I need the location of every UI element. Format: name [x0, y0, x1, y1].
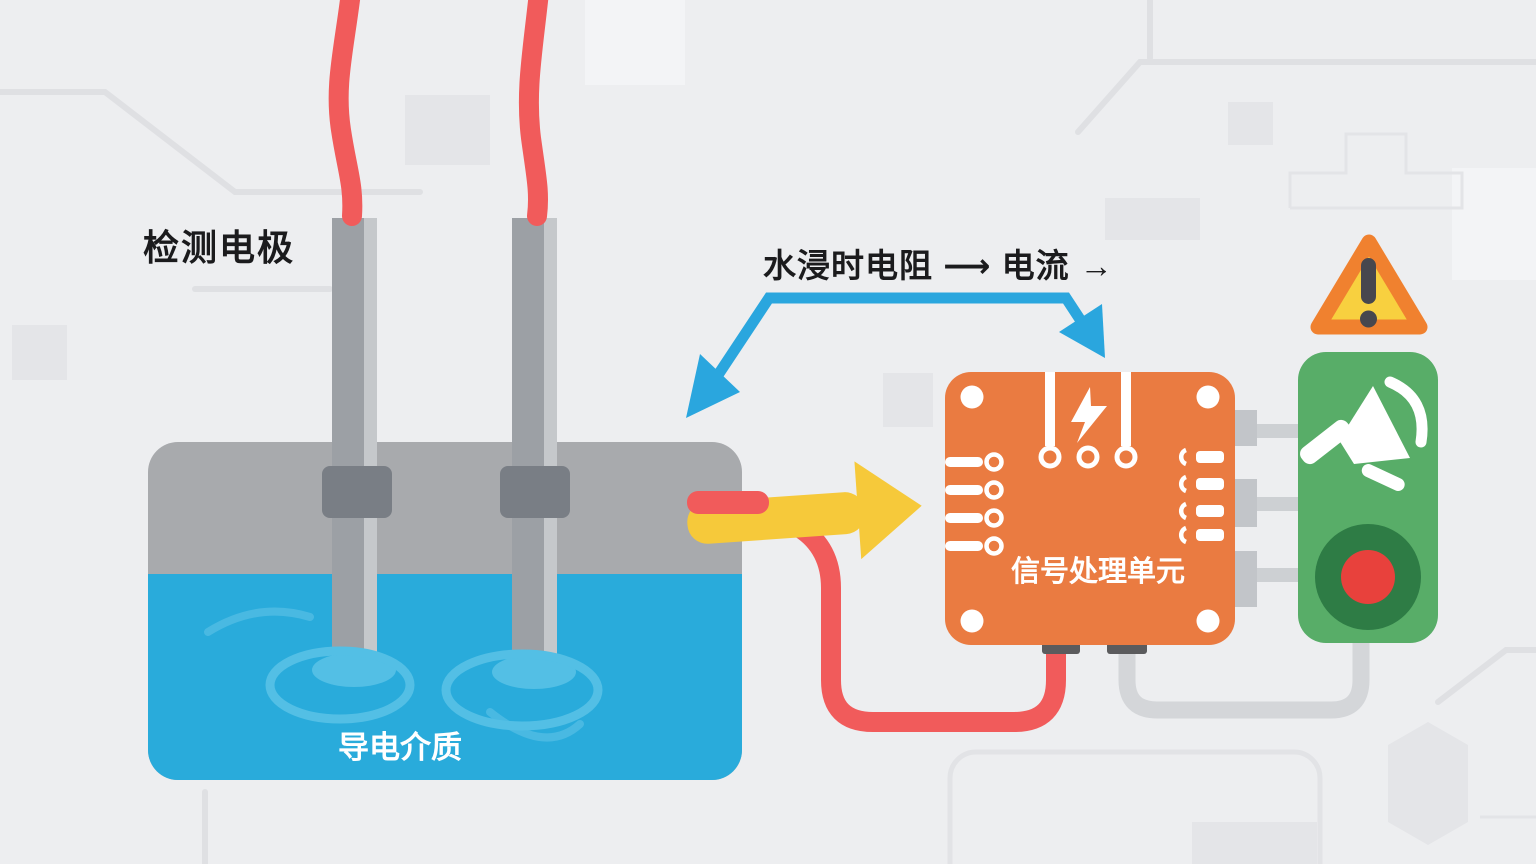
blue-arrow-head-left [686, 354, 740, 418]
wire-red-stub [687, 491, 769, 514]
connector-line [1255, 497, 1301, 511]
connector-block [1233, 479, 1257, 527]
blue-arrow-head-right [1059, 304, 1105, 358]
bg-panel [585, 0, 685, 85]
tank-label: 导电介质 [338, 730, 462, 765]
board-trace [1045, 372, 1055, 446]
warning-triangle-icon [1310, 234, 1428, 335]
bg-square [883, 373, 933, 427]
pad-bar [1196, 529, 1224, 541]
water [148, 574, 742, 780]
bg-square [1105, 198, 1200, 240]
alarm-button-light [1341, 550, 1395, 604]
board-pin [945, 513, 983, 523]
electrode-rod-highlight [544, 218, 557, 665]
board-pin-ring [984, 536, 1004, 556]
bg-square [405, 95, 490, 165]
megaphone-handle [1361, 464, 1405, 492]
resistance-current-arrow [686, 292, 1105, 418]
board-pin-hole [1076, 445, 1100, 469]
processor-label: 信号处理单元 [1011, 555, 1185, 588]
electrode-rod [512, 218, 544, 665]
bg-square [12, 325, 67, 380]
bg-hexagon [1388, 722, 1468, 845]
board-pin-hole [1114, 445, 1138, 469]
liquid-tank [148, 442, 742, 780]
alarm-device [1298, 352, 1438, 643]
board-pin-ring [984, 508, 1004, 528]
bg-panel [1452, 168, 1536, 280]
pad-bar [1196, 478, 1224, 490]
board-pin-ring [984, 480, 1004, 500]
ripple-ring [441, 649, 603, 731]
megaphone-horn [1339, 386, 1410, 464]
signal-wire-red [790, 518, 1066, 732]
electrode-rod-highlight [364, 218, 377, 665]
electrode-lead-wire [328, 0, 363, 226]
signal-processor-board: 信号处理单元 [945, 372, 1235, 654]
bg-trace-steps [1288, 132, 1464, 210]
pad-arc [1178, 525, 1188, 545]
megaphone-icon [1300, 376, 1428, 492]
exclamation-dot [1360, 310, 1377, 328]
bg-outline-rect [947, 749, 1323, 864]
electrode-lead-wire [518, 0, 549, 226]
mounting-hole [1196, 385, 1220, 409]
mounting-hole [960, 385, 984, 409]
current-arrow-head [854, 461, 922, 560]
electrode-clamp [322, 466, 392, 518]
sound-wave-arc [1384, 376, 1428, 448]
ripple-splash [312, 653, 396, 687]
connector-block [1233, 551, 1257, 607]
connector-line [1255, 568, 1301, 582]
pad-arc [1178, 501, 1188, 521]
connector-line [1255, 424, 1301, 438]
board-pin [945, 457, 983, 467]
bg-square [1192, 822, 1317, 864]
bg-trace-line [1075, 59, 1536, 135]
board-left-pins [945, 452, 1004, 556]
electrode-label: 检测电极 [143, 227, 295, 268]
pad-arc [1178, 474, 1188, 494]
mounting-hole [960, 609, 984, 633]
board-trace [1121, 372, 1131, 446]
exclamation-bar [1361, 258, 1376, 304]
bg-trace-line [1435, 647, 1536, 705]
mounting-hole [1196, 609, 1220, 633]
electrode-left [332, 218, 377, 665]
water-ripples [265, 646, 603, 731]
electrode-rod [332, 218, 364, 665]
blue-arrow-shaft [707, 292, 1090, 388]
water-ripple-arc [204, 607, 314, 636]
ripple-ring [265, 646, 415, 724]
board-pin-ring [984, 452, 1004, 472]
board-body [945, 372, 1235, 645]
ripple-splash [492, 655, 576, 689]
bg-trace-line [0, 89, 423, 195]
pad-arc [1178, 447, 1188, 467]
electrode-clamp [500, 466, 570, 518]
electrode-right [512, 218, 557, 665]
flow-label: 水浸时电阻 ⟶ 电流 → [763, 247, 1114, 284]
bg-square [1228, 102, 1273, 145]
lightning-bolt-icon [1071, 387, 1107, 443]
connector-block [1233, 410, 1257, 446]
board-pin-hole [1038, 445, 1062, 469]
board-pin [945, 541, 983, 551]
board-pin [945, 485, 983, 495]
pad-bar [1196, 505, 1224, 517]
signal-wire-gray [1118, 640, 1370, 719]
board-right-connectors [1233, 410, 1301, 607]
board-right-pads [1178, 447, 1224, 545]
megaphone-driver [1300, 419, 1351, 465]
pad-bar [1196, 451, 1224, 463]
